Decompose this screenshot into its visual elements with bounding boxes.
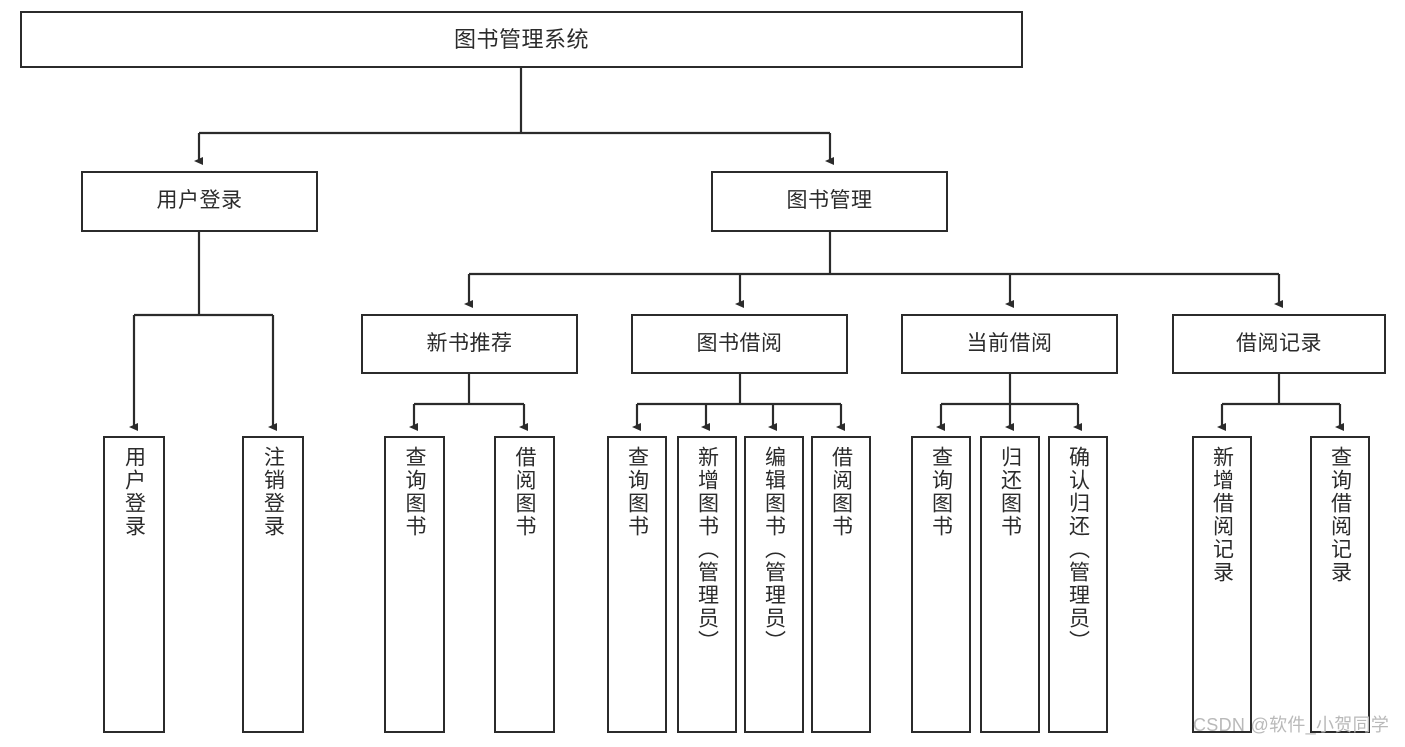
leaf-user-login-1-label: 用户登录: [122, 446, 146, 538]
leaf-borrow-record-1-label: 新增借阅记录: [1210, 446, 1234, 584]
leaf-current-borrow-2-label: 归还图书: [998, 446, 1022, 538]
leaf-new-book-1[interactable]: 查询图书: [384, 436, 445, 733]
leaf-user-login-2[interactable]: 注销登录: [242, 436, 304, 733]
node-current-borrow-label: 当前借阅: [966, 331, 1053, 355]
leaf-new-book-2[interactable]: 借阅图书: [494, 436, 555, 733]
node-current-borrow[interactable]: 当前借阅: [901, 314, 1118, 374]
leaf-book-borrow-4[interactable]: 借阅图书: [811, 436, 871, 733]
node-book-borrow[interactable]: 图书借阅: [631, 314, 848, 374]
leaf-book-borrow-2[interactable]: 新增图书（管理员）: [677, 436, 737, 733]
leaf-book-borrow-2-label: 新增图书（管理员）: [695, 446, 719, 653]
leaf-borrow-record-1[interactable]: 新增借阅记录: [1192, 436, 1252, 733]
leaf-borrow-record-2[interactable]: 查询借阅记录: [1310, 436, 1370, 733]
leaf-borrow-record-2-label: 查询借阅记录: [1328, 446, 1352, 584]
leaf-book-borrow-1-label: 查询图书: [625, 446, 649, 538]
node-root-label: 图书管理系统: [453, 26, 589, 52]
leaf-user-login-2-label: 注销登录: [261, 446, 285, 538]
node-user-login-label: 用户登录: [156, 189, 243, 213]
node-new-book-recommend[interactable]: 新书推荐: [361, 314, 578, 374]
leaf-book-borrow-4-label: 借阅图书: [829, 446, 853, 538]
node-borrow-record-label: 借阅记录: [1236, 331, 1322, 355]
csdn-watermark: CSDN @软件_小贺同学: [1193, 715, 1390, 735]
node-book-manage[interactable]: 图书管理: [711, 171, 948, 232]
leaf-user-login-1[interactable]: 用户登录: [103, 436, 165, 733]
leaf-current-borrow-1-label: 查询图书: [929, 446, 953, 538]
node-root[interactable]: 图书管理系统: [20, 11, 1023, 68]
node-borrow-record[interactable]: 借阅记录: [1172, 314, 1386, 374]
node-user-login[interactable]: 用户登录: [81, 171, 318, 232]
leaf-current-borrow-3-label: 确认归还（管理员）: [1066, 446, 1090, 653]
leaf-current-borrow-3[interactable]: 确认归还（管理员）: [1048, 436, 1108, 733]
leaf-book-borrow-3-label: 编辑图书（管理员）: [762, 446, 786, 653]
leaf-book-borrow-3[interactable]: 编辑图书（管理员）: [744, 436, 804, 733]
leaf-current-borrow-2[interactable]: 归还图书: [980, 436, 1040, 733]
node-new-book-recommend-label: 新书推荐: [426, 331, 513, 355]
node-book-borrow-label: 图书借阅: [696, 331, 783, 355]
leaf-current-borrow-1[interactable]: 查询图书: [911, 436, 971, 733]
leaf-new-book-1-label: 查询图书: [403, 446, 426, 538]
leaf-new-book-2-label: 借阅图书: [513, 446, 536, 538]
leaf-book-borrow-1[interactable]: 查询图书: [607, 436, 667, 733]
node-book-manage-label: 图书管理: [786, 189, 873, 213]
